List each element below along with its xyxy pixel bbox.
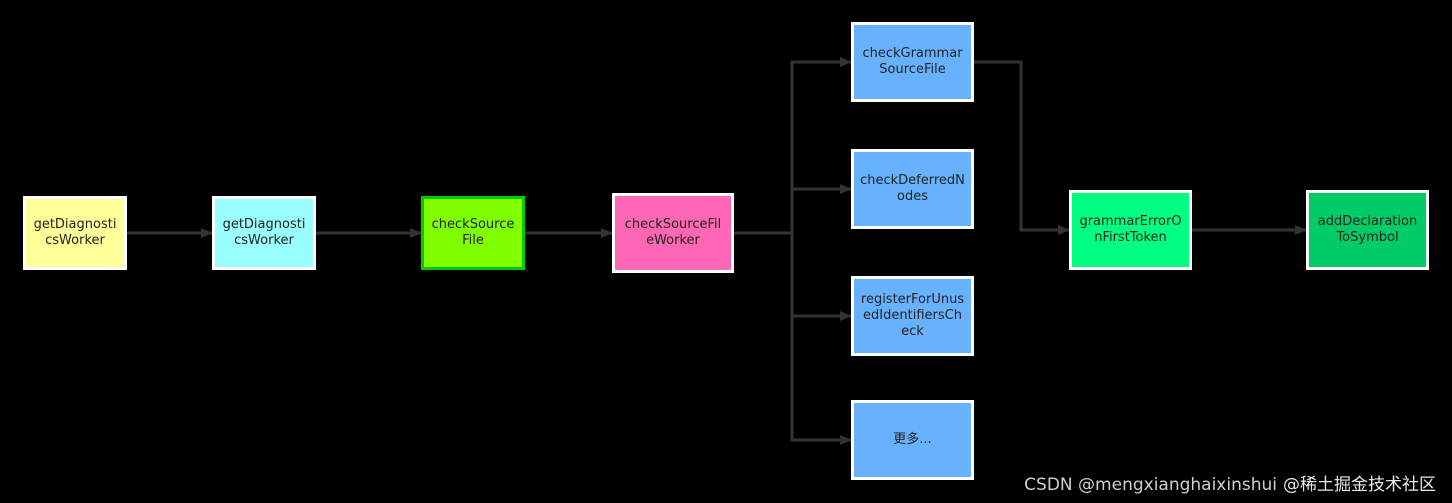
node-check-grammar-source-file: checkGrammarSourceFile bbox=[851, 22, 974, 102]
node-label: checkGrammarSourceFile bbox=[862, 46, 963, 77]
node-check-source-file-worker: checkSourceFileWorker bbox=[612, 193, 734, 273]
watermark: CSDN @mengxianghaixinshui @稀土掘金技术社区 bbox=[1024, 470, 1436, 495]
node-more: 更多... bbox=[851, 400, 974, 480]
node-get-diagnostics-worker-1: getDiagnosticsWorker bbox=[23, 196, 127, 270]
node-label: 更多... bbox=[893, 432, 932, 447]
node-label: getDiagnosticsWorker bbox=[222, 217, 306, 248]
node-add-declaration-to-symbol: addDeclarationToSymbol bbox=[1306, 190, 1429, 270]
node-label: getDiagnosticsWorker bbox=[33, 217, 117, 248]
node-check-source-file: checkSourceFile bbox=[421, 196, 525, 270]
watermark-csdn: CSDN @mengxianghaixinshui bbox=[1024, 475, 1277, 495]
node-label: addDeclarationToSymbol bbox=[1317, 214, 1418, 245]
node-label: checkSourceFile bbox=[431, 217, 515, 248]
edge-n4-to-n6 bbox=[734, 184, 852, 235]
node-grammar-error-on-first-token: grammarErrorOnFirstToken bbox=[1069, 190, 1192, 270]
node-label: checkDeferredNodes bbox=[860, 173, 965, 204]
node-check-deferred-nodes: checkDeferredNodes bbox=[851, 149, 974, 229]
node-get-diagnostics-worker-2: getDiagnosticsWorker bbox=[212, 196, 316, 270]
node-label: checkSourceFileWorker bbox=[624, 217, 722, 248]
node-register-for-unused-identifiers-check: registerForUnusedIdentifiersCheck bbox=[851, 276, 974, 356]
watermark-juejin: @稀土掘金技术社区 bbox=[1283, 475, 1436, 495]
node-label: grammarErrorOnFirstToken bbox=[1079, 214, 1182, 245]
edge-n4-to-n8 bbox=[734, 231, 852, 445]
edge-n5-to-n9 bbox=[974, 60, 1070, 235]
node-label: registerForUnusedIdentifiersCheck bbox=[860, 292, 965, 339]
